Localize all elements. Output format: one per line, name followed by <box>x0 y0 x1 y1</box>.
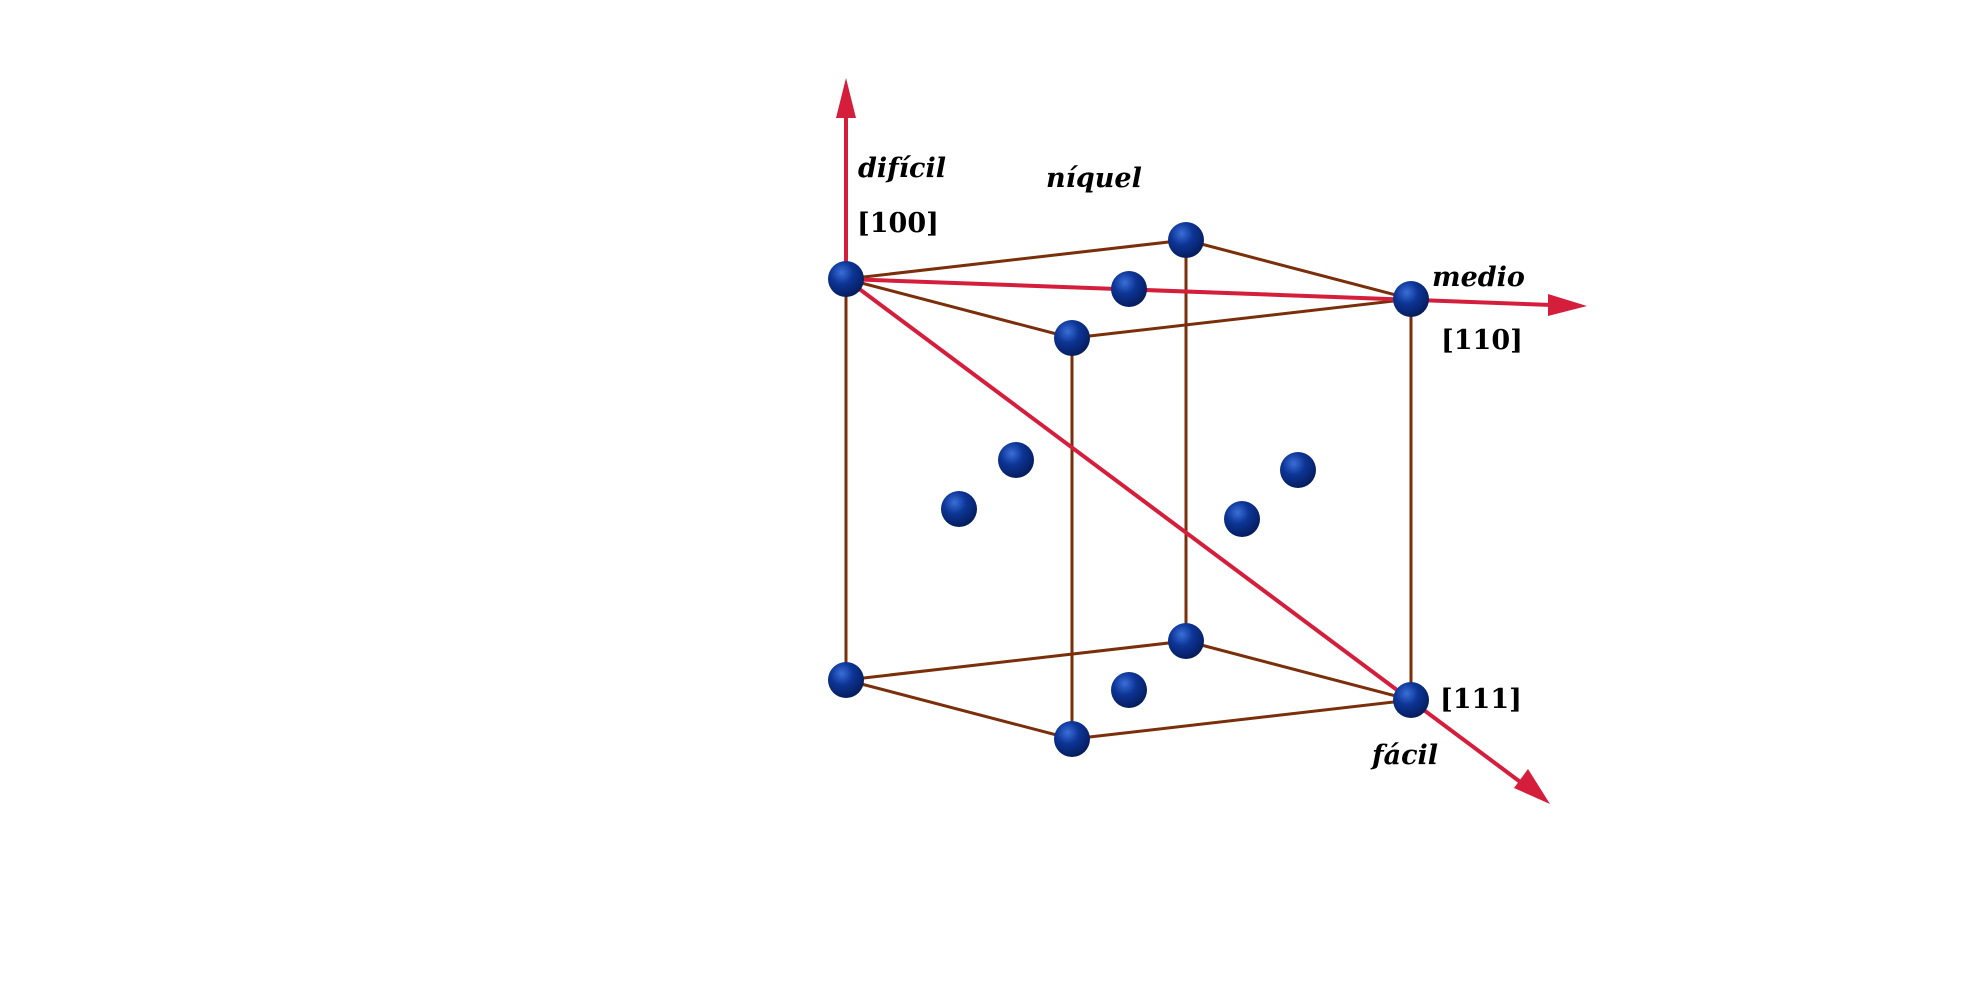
edge-bottom-front <box>1071 698 1412 741</box>
direction-111-name: fácil <box>1370 740 1438 771</box>
direction-100-index: [100] <box>857 208 939 239</box>
edge-bottom-left <box>845 678 1073 741</box>
atom-face-right-back <box>1280 452 1316 488</box>
atom-corner <box>1054 721 1090 757</box>
axis-100-arrowhead <box>836 78 856 118</box>
atom-face-top <box>1111 271 1147 307</box>
atom-face-left-front <box>941 491 977 527</box>
atom-face-left-back <box>998 442 1034 478</box>
diagram-title: níquel <box>1046 163 1142 194</box>
direction-100-name: difícil <box>858 153 946 184</box>
axis-110-arrowhead <box>1548 294 1587 316</box>
labels: níquel difícil [100] medio [110] [111] f… <box>857 153 1525 771</box>
atom-corner <box>1054 320 1090 356</box>
direction-111-index: [111] <box>1440 684 1522 715</box>
atom-corner <box>828 261 864 297</box>
direction-110-index: [110] <box>1441 325 1523 356</box>
edge-bottom-right <box>1185 639 1412 702</box>
atom-face-right-front <box>1224 501 1260 537</box>
atom-corner <box>828 662 864 698</box>
edge-top-left <box>845 277 1073 340</box>
atom-corner <box>1393 682 1429 718</box>
direction-110-name: medio <box>1432 262 1525 293</box>
edge-bottom-back <box>845 639 1187 682</box>
atom-corner <box>1168 222 1204 258</box>
atom-face-bottom <box>1111 672 1147 708</box>
atom-corner <box>1393 281 1429 317</box>
edge-top-front <box>1071 297 1412 340</box>
atoms <box>828 222 1429 757</box>
axis-111-arrowhead <box>1514 769 1550 804</box>
atom-corner <box>1168 623 1204 659</box>
cube-edges <box>844 238 1413 741</box>
edge-top-right <box>1185 238 1412 301</box>
axis-110-line <box>844 277 1554 307</box>
edge-top-back <box>845 238 1187 281</box>
